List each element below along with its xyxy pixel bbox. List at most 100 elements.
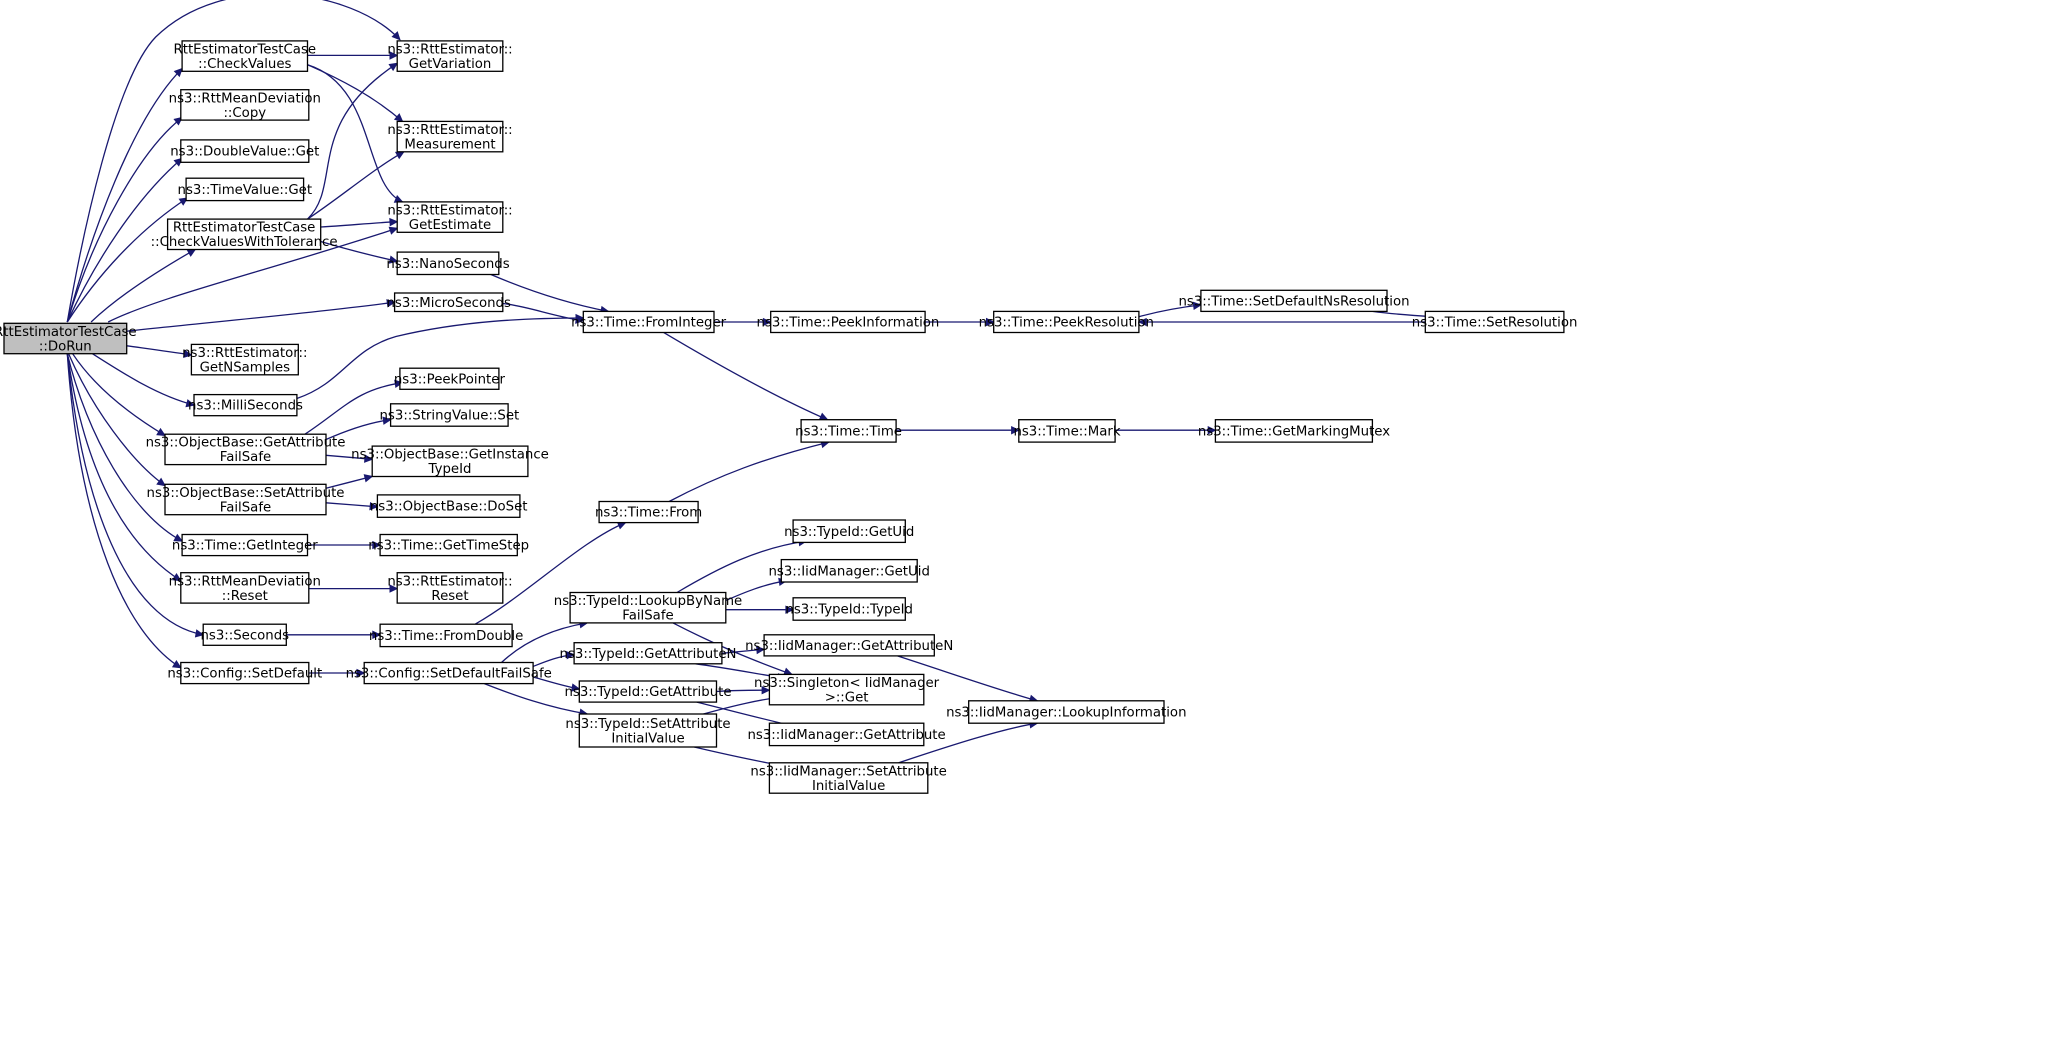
node-box: [800, 419, 897, 443]
edge-cvtol-to-getestimate: [320, 217, 399, 228]
arrowhead: [173, 533, 184, 542]
edge-getattribute-to-singletonget: [716, 686, 771, 695]
node-getestimate[interactable]: ns3::RttEstimator::GetEstimate: [387, 201, 513, 233]
node-peekinformation[interactable]: ns3::Time::PeekInformation: [756, 310, 939, 334]
node-box: [770, 310, 926, 334]
node-getattribute[interactable]: ns3::TypeId::GetAttribute: [564, 680, 732, 703]
node-iidgetuid[interactable]: ns3::IidManager::GetUid: [768, 558, 930, 583]
node-measurement[interactable]: ns3::RttEstimator::Measurement: [387, 120, 513, 153]
node-label-line: ns3::Time::From: [595, 506, 702, 521]
arrowhead: [171, 572, 182, 582]
node-label-line: ns3::RttEstimator::: [182, 346, 307, 361]
arrowhead: [372, 630, 382, 639]
node-box: [396, 120, 504, 153]
arrowhead: [156, 477, 166, 487]
node-setdefaultnsres[interactable]: ns3::Time::SetDefaultNsResolution: [1178, 289, 1410, 313]
node-peekresolution[interactable]: ns3::Time::PeekResolution: [979, 310, 1154, 334]
edge-setresolution-to-peekresolution: [1137, 317, 1426, 327]
node-getvariation[interactable]: ns3::RttEstimator::GetVariation: [387, 40, 513, 72]
node-rmdreset[interactable]: ns3::RttMeanDeviation::Reset: [169, 572, 321, 604]
node-doset[interactable]: ns3::ObjectBase::DoSet: [370, 494, 528, 518]
node-cvtol[interactable]: RttEstimatorTestCase::CheckValuesWithTol…: [151, 218, 338, 251]
arrowhead: [761, 686, 771, 695]
node-singletonget[interactable]: ns3::Singleton< IidManager>::Get: [754, 673, 940, 706]
node-box: [164, 483, 327, 516]
node-getinteger[interactable]: ns3::Time::GetInteger: [172, 533, 318, 557]
node-box: [396, 572, 504, 604]
node-frominteger[interactable]: ns3::Time::FromInteger: [571, 310, 727, 334]
node-dvget[interactable]: ns3::DoubleValue::Get: [170, 139, 319, 163]
node-label-line: ns3::Time::FromDouble: [369, 629, 523, 644]
edge-dorun-to-microseconds: [126, 299, 396, 332]
node-dorun[interactable]: RttEstimatorTestCase::DoRun: [0, 322, 137, 354]
node-gettimestep[interactable]: ns3::Time::GetTimeStep: [368, 533, 529, 557]
node-label-line: RttEstimatorTestCase: [174, 42, 317, 57]
arrowhead: [386, 299, 396, 308]
node-getmarkingmutex[interactable]: ns3::Time::GetMarkingMutex: [1198, 419, 1390, 443]
arrowhead: [756, 645, 766, 655]
arrowhead: [389, 51, 399, 60]
node-label-line: TypeId: [428, 462, 472, 477]
node-typeid[interactable]: ns3::TypeId::TypeId: [785, 597, 913, 621]
node-rereset[interactable]: ns3::RttEstimator::Reset: [387, 572, 513, 604]
arrowhead: [173, 67, 183, 78]
node-box: [379, 533, 518, 557]
arrowhead: [785, 605, 795, 614]
node-box: [396, 201, 504, 233]
node-tvget[interactable]: ns3::TimeValue::Get: [178, 177, 313, 202]
edge-seconds-to-fromdouble: [286, 630, 382, 639]
node-seconds[interactable]: ns3::Seconds: [200, 623, 289, 646]
node-getuid[interactable]: ns3::TypeId::GetUid: [784, 519, 914, 544]
node-box: [181, 533, 309, 557]
node-setdefault[interactable]: ns3::Config::SetDefault: [167, 661, 322, 685]
node-setresolution[interactable]: ns3::Time::SetResolution: [1412, 310, 1578, 334]
node-mark[interactable]: ns3::Time::Mark: [1013, 419, 1121, 443]
node-iidgetattr[interactable]: ns3::IidManager::GetAttribute: [747, 722, 946, 747]
node-milliseconds[interactable]: ns3::MilliSeconds: [188, 393, 303, 417]
node-box: [166, 218, 322, 251]
node-iidsetattrinit[interactable]: ns3::IidManager::SetAttributeInitialValu…: [750, 762, 947, 794]
node-iidgetattrn[interactable]: ns3::IidManager::GetAttributeN: [745, 634, 953, 657]
node-label-line: FailSafe: [220, 450, 271, 465]
edge-checkvalues-to-getvariation: [307, 51, 399, 60]
node-lookupinformation[interactable]: ns3::IidManager::LookupInformation: [946, 700, 1187, 724]
node-setdefaultfs[interactable]: ns3::Config::SetDefaultFailSafe: [346, 661, 552, 685]
node-label-line: ns3::TypeId::GetUid: [784, 525, 914, 540]
node-label-line: ns3::Config::SetDefaultFailSafe: [346, 667, 552, 682]
edge-dorun-to-cvtol: [90, 248, 197, 323]
arrowhead: [185, 399, 196, 408]
node-nanoseconds[interactable]: ns3::NanoSeconds: [386, 251, 510, 276]
arrowhead: [1137, 317, 1147, 327]
node-label-line: ns3::RttEstimator::: [387, 42, 512, 57]
node-label-line: ns3::ObjectBase::DoSet: [370, 500, 528, 515]
node-label-line: ::CheckValuesWithTolerance: [151, 235, 338, 250]
node-fromdouble[interactable]: ns3::Time::FromDouble: [369, 623, 523, 648]
node-from[interactable]: ns3::Time::From: [595, 500, 702, 524]
node-getnsamples[interactable]: ns3::RttEstimator::GetNSamples: [182, 343, 307, 376]
edge-dorun-to-getestimate: [107, 226, 399, 323]
node-box: [792, 597, 906, 621]
node-copy[interactable]: ns3::RttMeanDeviation::Copy: [169, 89, 321, 121]
node-microseconds[interactable]: ns3::MicroSeconds: [386, 292, 511, 313]
node-stringset[interactable]: ns3::StringValue::Set: [380, 403, 520, 427]
node-time[interactable]: ns3::Time::Time: [795, 419, 902, 443]
node-label-line: ns3::Time::SetDefaultNsResolution: [1178, 295, 1409, 310]
node-box: [780, 558, 918, 583]
edge-setdefault-to-setdefaultfs: [308, 668, 366, 678]
arrowhead: [389, 217, 399, 227]
arrowhead: [388, 62, 399, 72]
node-getattributen[interactable]: ns3::TypeId::GetAttributeN: [560, 642, 737, 665]
edge-getinteger-to-gettimestep: [307, 540, 382, 550]
arrowhead: [388, 226, 399, 235]
node-checkvalues[interactable]: RttEstimatorTestCase::CheckValues: [174, 40, 317, 72]
node-label-line: FailSafe: [622, 609, 673, 624]
node-peekpointer[interactable]: ns3::PeekPointer: [394, 367, 506, 390]
node-label-line: ns3::IidManager::SetAttribute: [750, 764, 946, 779]
edge-cvtol-to-nanoseconds: [320, 240, 399, 264]
